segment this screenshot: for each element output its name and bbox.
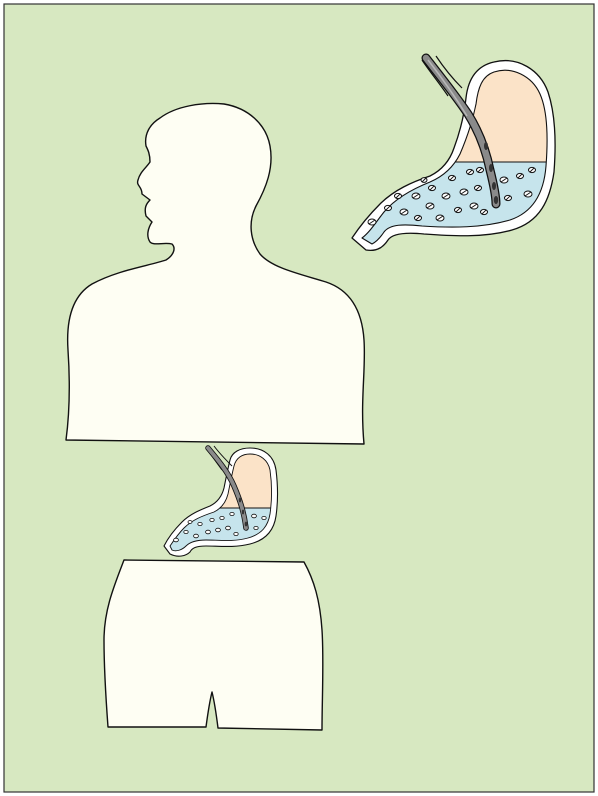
- figure-canvas: [0, 0, 598, 796]
- gastric-lavage-diagram: [0, 0, 598, 796]
